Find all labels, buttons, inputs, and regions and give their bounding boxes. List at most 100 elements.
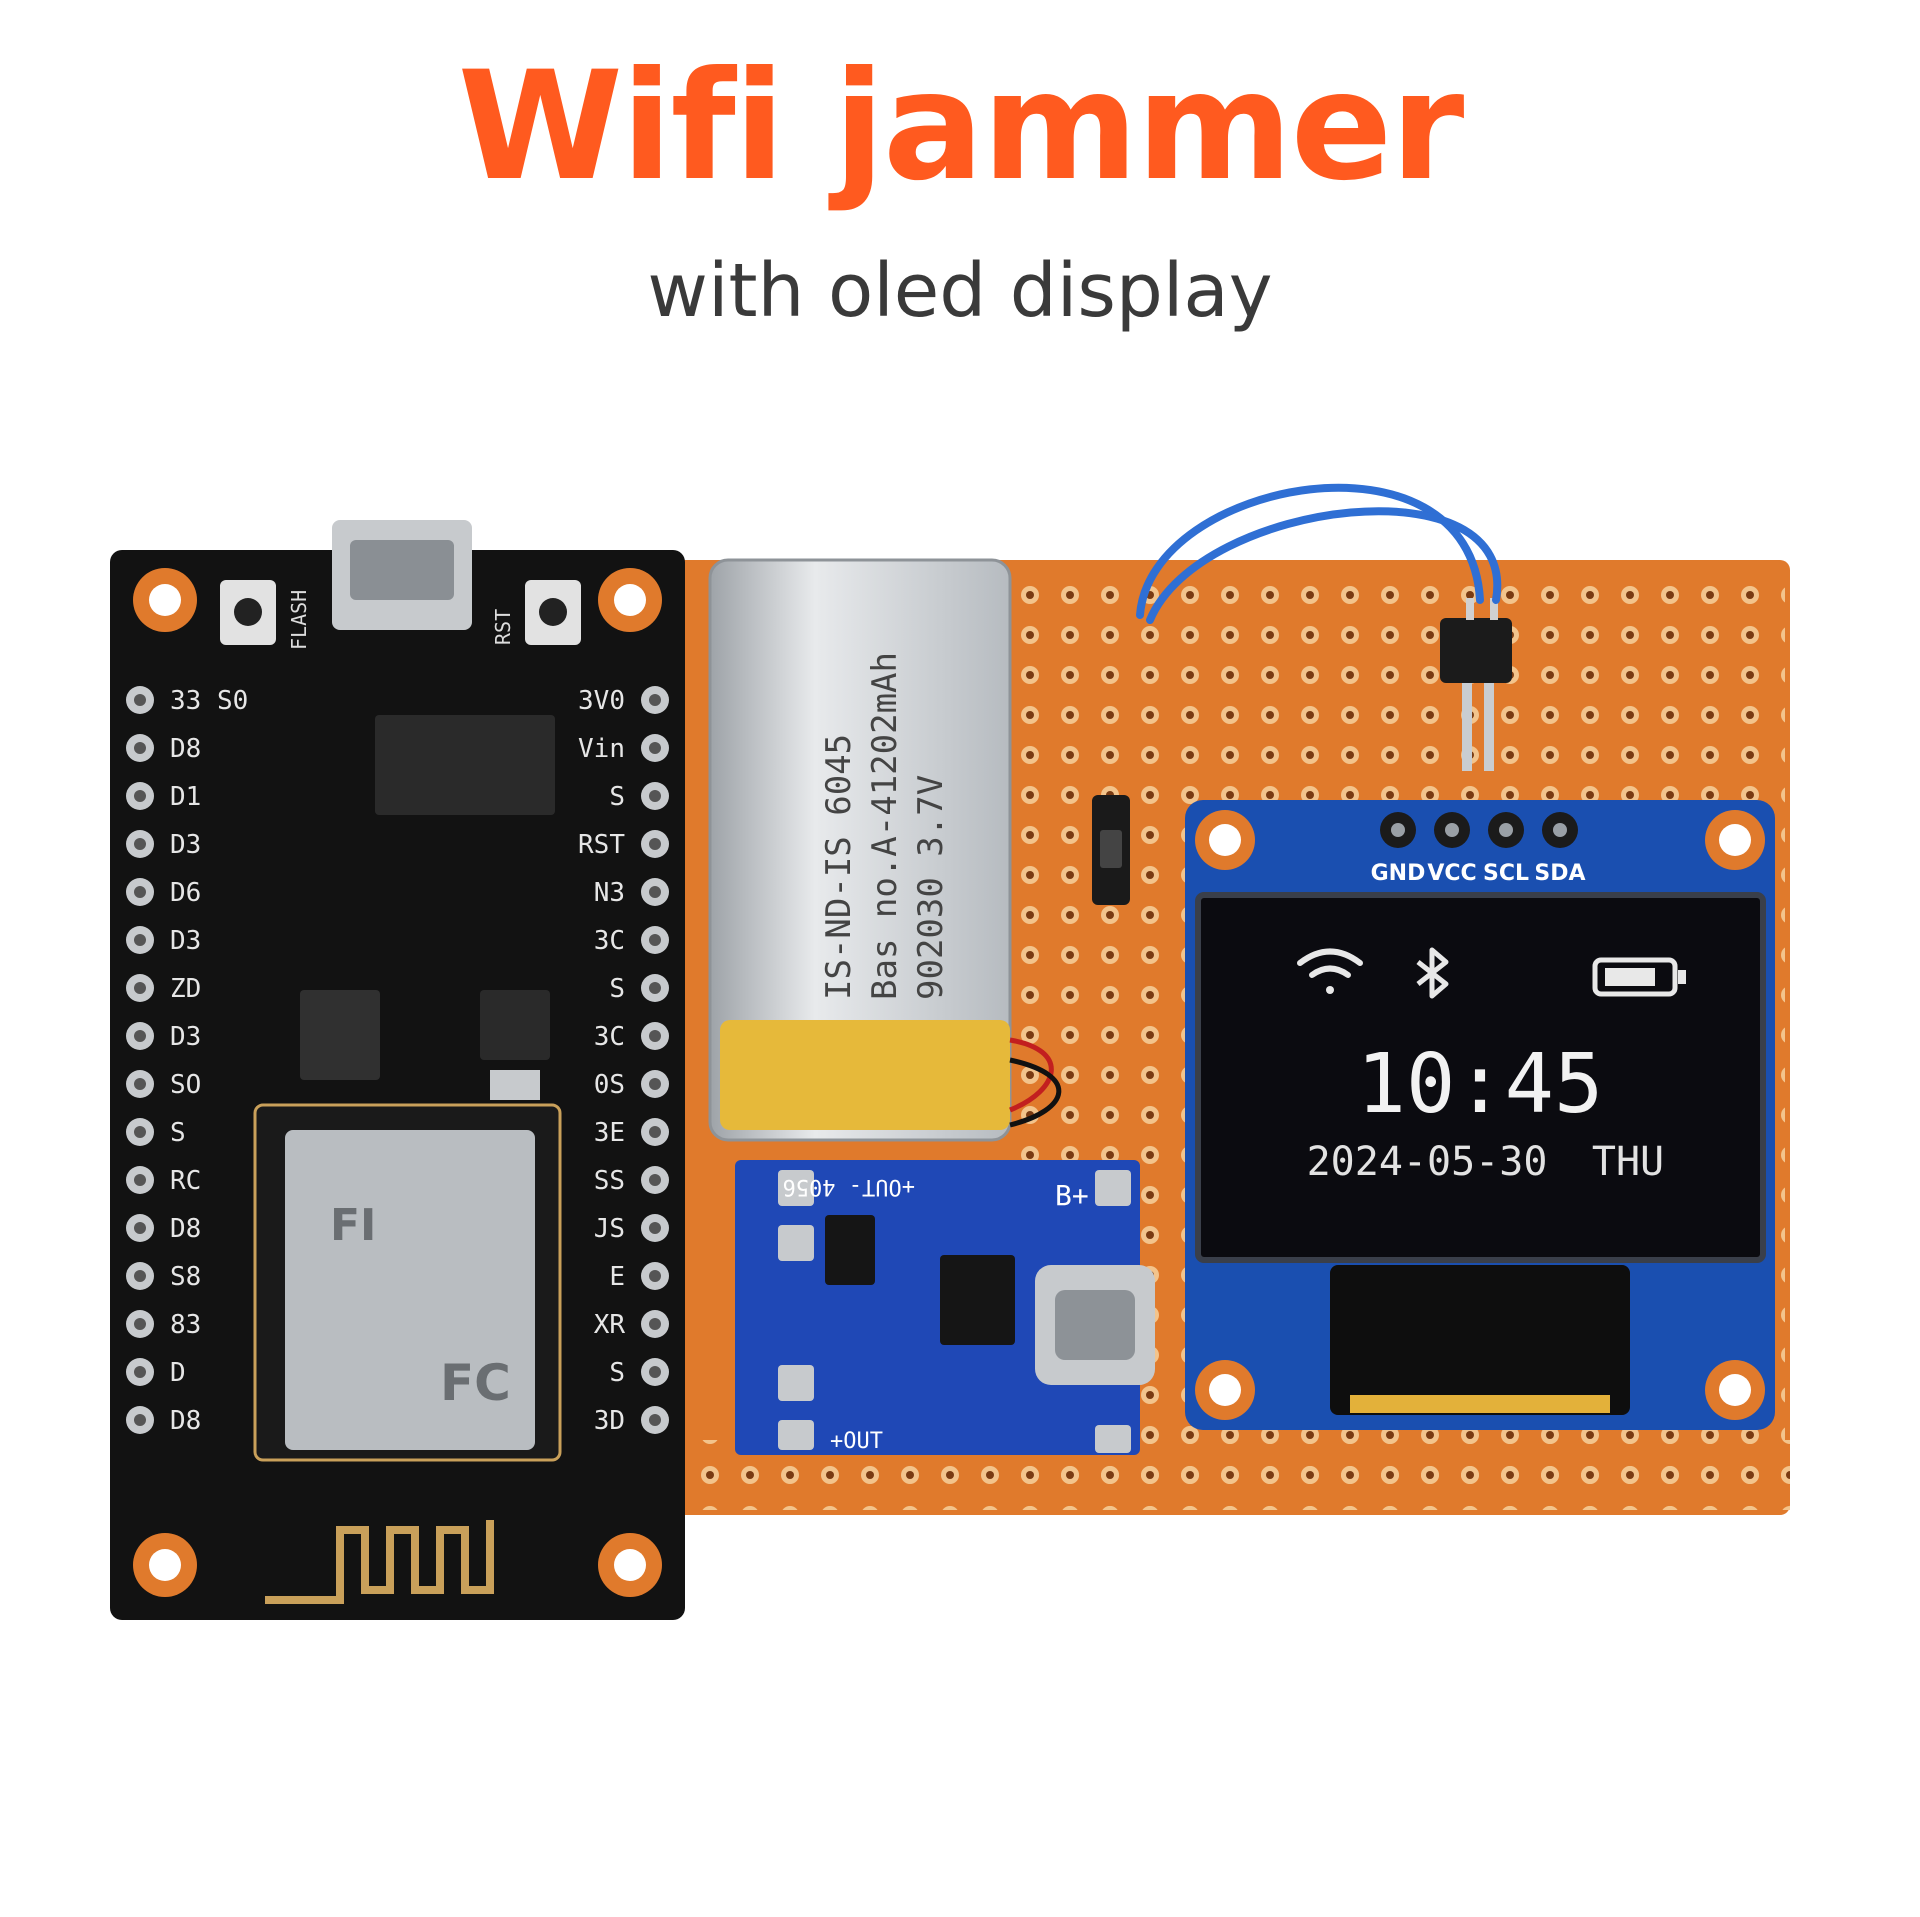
pin-hole [649, 982, 661, 994]
pin-hole [649, 1222, 661, 1234]
pin-hole [649, 694, 661, 706]
pin-hole [649, 838, 661, 850]
pin-label-left: D3 [170, 926, 201, 956]
pin-hole [649, 1366, 661, 1378]
pin-hole [134, 1414, 146, 1426]
pin-hole [134, 742, 146, 754]
blue-wires [1136, 483, 1502, 624]
pin-label-left: D6 [170, 878, 201, 908]
pin-label-right: 3E [594, 1118, 625, 1148]
module-mark: FI [330, 1200, 376, 1251]
pin-label-right: Vin [578, 734, 625, 764]
oled-pin-label: GND [1371, 861, 1426, 886]
pin-label-right: N3 [594, 878, 625, 908]
charger-bottom-label: +OUT [830, 1429, 883, 1454]
pin-hole [649, 1318, 661, 1330]
pin-label-left: 33 S0 [170, 686, 248, 716]
pin-hole [134, 1078, 146, 1090]
battery-line-2: Bas no.A-41202mAh [865, 652, 905, 1000]
pin-hole [649, 1078, 661, 1090]
pin-label-left: S8 [170, 1262, 201, 1292]
oled-pin-label: SCL [1483, 861, 1529, 886]
pin-label-left: D8 [170, 734, 201, 764]
fc-mark: FC [440, 1354, 511, 1412]
battery-line-3: 902030 3.7V [911, 775, 951, 1000]
pin-label-right: S [609, 782, 625, 812]
pin-hole [134, 838, 146, 850]
slide-switch [1092, 795, 1130, 905]
antenna-trace [265, 1520, 494, 1604]
pin-label-left: D8 [170, 1214, 201, 1244]
oled-day: THU [1592, 1139, 1664, 1185]
oled-date: 2024-05-30 [1307, 1139, 1548, 1185]
lipo-battery: IS-ND-IS 6045 Bas no.A-41202mAh 902030 3… [708, 558, 1062, 1142]
oled-pin-label: VCC [1427, 861, 1476, 886]
pin-hole [649, 742, 661, 754]
pin-label-left: RC [170, 1166, 201, 1196]
pin-hole [134, 886, 146, 898]
pin-label-right: E [609, 1262, 625, 1292]
pin-hole [649, 1174, 661, 1186]
pin-hole [134, 1318, 146, 1330]
pin-label-right: 3C [594, 926, 625, 956]
pin-label-right: 3V0 [578, 686, 625, 716]
pin-hole [134, 1366, 146, 1378]
page-title: Wifi jammer [457, 40, 1465, 214]
pin-hole [134, 694, 146, 706]
page-subtitle: with oled display [647, 248, 1273, 334]
oled-time: 10:45 [1357, 1037, 1604, 1132]
charger-plus-label: B+ [1055, 1179, 1089, 1212]
flash-label: FLASH [287, 590, 311, 650]
pin-hole [649, 1414, 661, 1426]
pin-label-left: SO [170, 1070, 201, 1100]
oled-pin-hole [1391, 823, 1405, 837]
pin-label-right: SS [594, 1166, 625, 1196]
pin-hole [134, 1174, 146, 1186]
pin-label-left: S [170, 1118, 186, 1148]
pin-label-right: S [609, 974, 625, 1004]
pin-hole [134, 1222, 146, 1234]
pin-hole [134, 1030, 146, 1042]
pin-label-right: RST [578, 830, 625, 860]
nodemcu-board: FLASH RST FI FC 33 S0D8D1D3D6D3ZDD3SOSRC… [110, 520, 685, 1620]
charger-module: +OUT- 4056 B+ +OUT [735, 1160, 1155, 1455]
pin-label-right: JS [594, 1214, 625, 1244]
pin-label-right: 0S [594, 1070, 625, 1100]
pin-label-left: D [170, 1358, 186, 1388]
battery-line-1: IS-ND-IS 6045 [819, 734, 859, 1000]
pin-label-left: 83 [170, 1310, 201, 1340]
oled-pin-hole [1445, 823, 1459, 837]
pin-hole [649, 1270, 661, 1282]
charger-top-label: +OUT- 4056 [783, 1174, 915, 1199]
pin-hole [134, 1270, 146, 1282]
pin-hole [134, 982, 146, 994]
battery-icon [1592, 957, 1686, 997]
oled-screen [1195, 892, 1766, 1263]
pin-header [1440, 598, 1512, 771]
wifi-icon [1297, 948, 1363, 994]
pin-hole [134, 934, 146, 946]
pin-label-right: S [609, 1358, 625, 1388]
pin-label-left: D1 [170, 782, 201, 812]
pin-label-left: D3 [170, 1022, 201, 1052]
rst-label: RST [491, 609, 515, 645]
esp-module: FI FC [253, 1103, 562, 1462]
pin-hole [649, 1030, 661, 1042]
pin-label-left: D8 [170, 1406, 201, 1436]
pin-hole [649, 934, 661, 946]
pin-hole [649, 886, 661, 898]
pin-label-right: 3C [594, 1022, 625, 1052]
pin-hole [649, 790, 661, 802]
pin-label-left: D3 [170, 830, 201, 860]
pin-label-left: ZD [170, 974, 201, 1004]
pin-hole [134, 1126, 146, 1138]
oled-pin-hole [1499, 823, 1513, 837]
pin-label-right: 3D [594, 1406, 625, 1436]
pin-hole [649, 1126, 661, 1138]
oled-pin-label: SDA [1534, 861, 1585, 886]
